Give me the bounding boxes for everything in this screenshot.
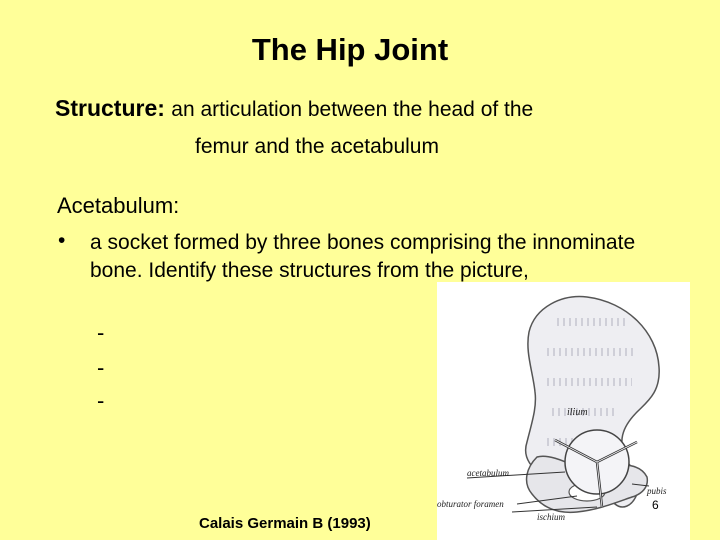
- label-obturator-foramen: obturator foramen: [437, 499, 504, 509]
- label-acetabulum: acetabulum: [467, 468, 509, 478]
- slide-number: 6: [652, 498, 659, 512]
- bullet-marker: •: [58, 229, 66, 252]
- structure-definition: an articulation between the head of the: [171, 98, 534, 121]
- answer-dash-1: -: [97, 320, 105, 345]
- label-ischium: ischium: [537, 512, 565, 522]
- ischium-pointer: [511, 506, 598, 513]
- obturator-pointer: [516, 495, 578, 505]
- structure-definition-cont: femur and the acetabulum: [195, 135, 439, 158]
- hip-bone-figure: ilium acetabulum pubis obturator foramen…: [437, 282, 690, 540]
- slide-title: The Hip Joint: [251, 32, 449, 67]
- structure-line: Structure: an articulation between the h…: [55, 95, 533, 122]
- acetabulum-heading: Acetabulum:: [57, 193, 180, 218]
- answer-dash-3: -: [97, 388, 105, 413]
- innominate-bone-drawing: ilium acetabulum pubis obturator foramen…: [437, 295, 667, 522]
- label-ilium: ilium: [567, 407, 588, 418]
- acetabulum-pointer: [466, 471, 566, 479]
- label-pubis: pubis: [646, 486, 667, 496]
- answer-dash-2: -: [97, 355, 105, 380]
- structure-lead: Structure:: [55, 95, 165, 121]
- citation: Calais Germain B (1993): [199, 515, 371, 532]
- pubis-pointer: [631, 483, 650, 487]
- acetabulum-description: a socket formed by three bones comprisin…: [90, 231, 636, 282]
